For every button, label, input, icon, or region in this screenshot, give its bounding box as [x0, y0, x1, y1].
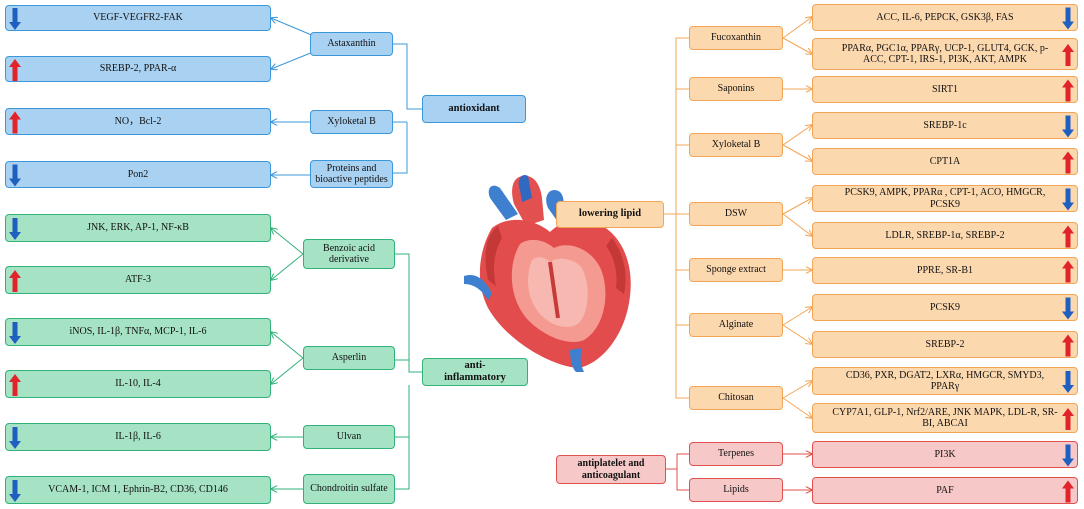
source-xyloketal-b: Xyloketal B: [310, 110, 393, 134]
arrow-down-icon: [9, 480, 21, 502]
arrow-up-icon: [9, 59, 21, 81]
arrow-down-icon: [9, 8, 21, 30]
source-xyloketal-b-lipid: Xyloketal B: [689, 133, 783, 157]
arrow-up-icon: [1062, 225, 1074, 248]
arrow-up-icon: [9, 374, 21, 396]
arrow-down-icon: [1062, 188, 1074, 211]
target-acc-il6-pepck: ACC, IL-6, PEPCK, GSK3β, FAS: [812, 4, 1078, 31]
arrow-up-icon: [1062, 260, 1074, 283]
arrow-up-icon: [9, 111, 21, 134]
target-vegf-vegfr2-fak: VEGF-VEGFR2-FAK: [5, 5, 271, 31]
target-srebp2-ppar-alpha: SREBP-2, PPAR-α: [5, 56, 271, 82]
source-terpenes: Terpenes: [689, 442, 783, 466]
source-chitosan: Chitosan: [689, 386, 783, 410]
target-cyp7a1-glp1-group: CYP7A1, GLP-1, Nrf2/ARE, JNK MAPK, LDL-R…: [812, 403, 1078, 433]
arrow-down-icon: [9, 427, 21, 449]
category-anti-inflammatory: anti-inflammatory: [422, 358, 528, 386]
source-ulvan: Ulvan: [303, 425, 395, 449]
target-paf: PAF: [812, 477, 1078, 504]
arrow-down-icon: [9, 164, 21, 187]
target-pcsk9: PCSK9: [812, 294, 1078, 321]
target-ppre-srb1: PPRE, SR-B1: [812, 257, 1078, 284]
target-pi3k: PI3K: [812, 441, 1078, 468]
category-lowering-lipid: lowering lipid: [556, 201, 664, 228]
source-proteins-peptides: Proteins and bioactive peptides: [310, 160, 393, 188]
arrow-down-icon: [9, 218, 21, 240]
target-sirt1: SIRT1: [812, 76, 1078, 103]
target-vcam1-icm1: VCAM-1, ICM 1, Ephrin-B2, CD36, CD146: [5, 476, 271, 504]
source-alginate: Alginate: [689, 313, 783, 337]
target-il10-il4: IL-10, IL-4: [5, 370, 271, 398]
target-il1b-il6: IL-1β, IL-6: [5, 423, 271, 451]
target-srebp2: SREBP-2: [812, 331, 1078, 358]
source-saponins: Saponins: [689, 77, 783, 101]
arrow-up-icon: [1062, 79, 1074, 102]
category-antiplatelet-anticoagulant: antiplatelet and anticoagulant: [556, 455, 666, 484]
target-cpt1a: CPT1A: [812, 148, 1078, 175]
source-lipids: Lipids: [689, 478, 783, 502]
target-pon2: Pon2: [5, 161, 271, 188]
target-srebp1c: SREBP-1c: [812, 112, 1078, 139]
target-jnk-erk-ap1-nfkb: JNK, ERK, AP-1, NF-κB: [5, 214, 271, 242]
target-ppara-pgc1a-group: PPARα, PGC1α, PPARγ, UCP-1, GLUT4, GCK, …: [812, 38, 1078, 70]
target-atf3: ATF-3: [5, 266, 271, 294]
category-antioxidant: antioxidant: [422, 95, 526, 123]
arrow-up-icon: [1062, 334, 1074, 357]
arrow-up-icon: [1062, 408, 1074, 430]
arrow-down-icon: [1062, 115, 1074, 138]
target-no-bcl2: NO，Bcl-2: [5, 108, 271, 135]
target-inos-il1b-tnfa: iNOS, IL-1β, TNFα, MCP-1, IL-6: [5, 318, 271, 346]
arrow-up-icon: [1062, 44, 1074, 66]
arrow-down-icon: [1062, 7, 1074, 30]
source-benzoic-acid-derivative: Benzoic acid derivative: [303, 239, 395, 269]
heart-illustration: [464, 174, 631, 372]
source-astaxanthin: Astaxanthin: [310, 32, 393, 56]
arrow-up-icon: [1062, 480, 1074, 503]
target-cd36-pxr-group: CD36, PXR, DGAT2, LXRα, HMGCR, SMYD3, PP…: [812, 367, 1078, 395]
target-pcsk9-ampk-group: PCSK9, AMPK, PPARα , CPT-1, ACO, HMGCR, …: [812, 185, 1078, 212]
target-ldlr-srebp1a: LDLR, SREBP-1α, SREBP-2: [812, 222, 1078, 249]
source-asperlin: Asperlin: [303, 346, 395, 370]
arrow-down-icon: [1062, 371, 1074, 393]
source-sponge-extract: Sponge extract: [689, 258, 783, 282]
arrow-up-icon: [9, 270, 21, 292]
source-dsw: DSW: [689, 202, 783, 226]
arrow-down-icon: [1062, 297, 1074, 320]
arrow-down-icon: [9, 322, 21, 344]
arrow-down-icon: [1062, 444, 1074, 467]
arrow-up-icon: [1062, 151, 1074, 174]
source-fucoxanthin: Fucoxanthin: [689, 26, 783, 50]
source-chondroitin-sulfate: Chondroitin sulfate: [303, 474, 395, 504]
